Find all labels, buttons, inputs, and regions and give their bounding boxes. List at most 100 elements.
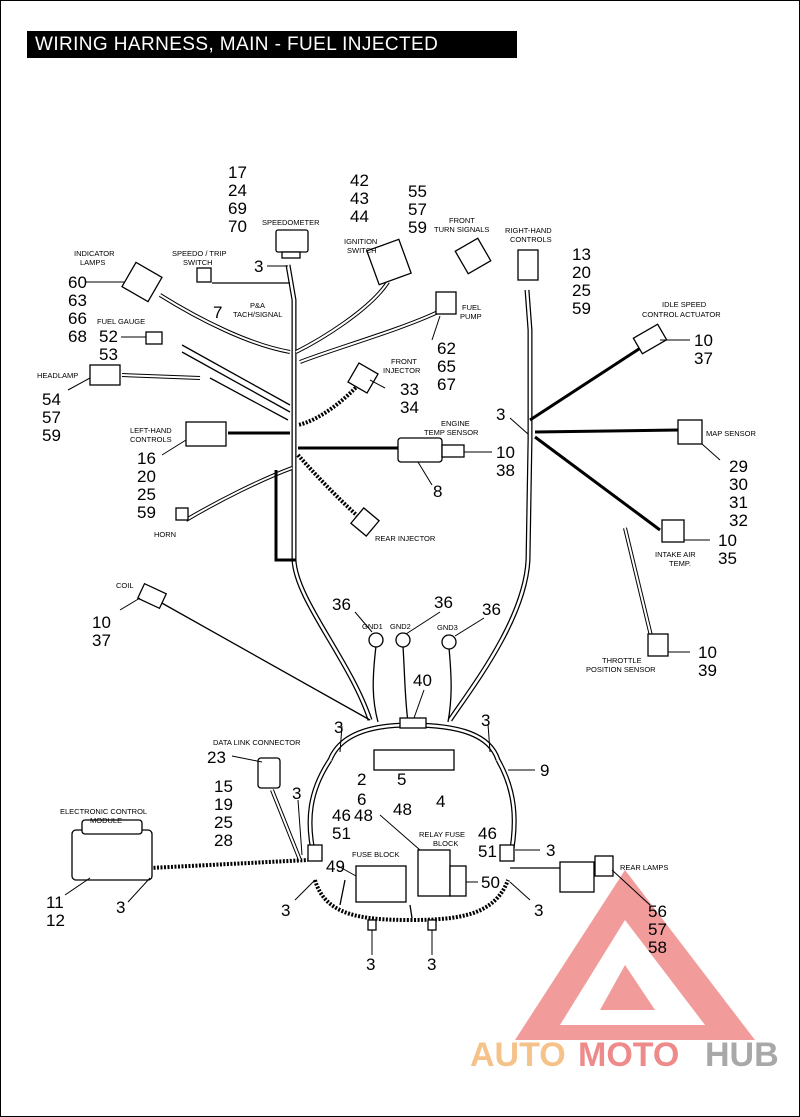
callout-36b: 36 bbox=[434, 593, 453, 612]
callout-63: 63 bbox=[68, 291, 87, 310]
callout-10-ets: 10 bbox=[496, 443, 515, 462]
label-gnd3: GND3 bbox=[437, 623, 458, 632]
leader-3-bl bbox=[294, 879, 316, 901]
wire-throttle-fill bbox=[624, 527, 653, 641]
callout-57c: 57 bbox=[648, 920, 667, 939]
callout-3-right: 3 bbox=[496, 405, 505, 424]
wire-indicator bbox=[158, 293, 291, 354]
label-gnd2: GND2 bbox=[390, 622, 411, 631]
callout-31: 31 bbox=[729, 493, 748, 512]
callout-59a: 59 bbox=[408, 218, 427, 237]
speedo-trip-switch bbox=[196, 267, 212, 283]
leader-29 bbox=[701, 443, 721, 461]
fuel-pump-connector bbox=[435, 291, 457, 315]
callout-33: 33 bbox=[400, 380, 419, 399]
callout-3-ul: 3 bbox=[334, 718, 343, 737]
gnd1-ring-terminal bbox=[368, 632, 384, 648]
callout-11: 11 bbox=[46, 893, 64, 912]
label-front-injector-2: INJECTOR bbox=[383, 366, 421, 375]
label-ecm-2: MODULE bbox=[90, 816, 122, 825]
rear-lamps-box bbox=[559, 861, 595, 893]
leader-33 bbox=[369, 379, 386, 389]
label-speedo-trip-2: SWITCH bbox=[183, 258, 213, 267]
label-right-hand-2: CONTROLS bbox=[510, 235, 552, 244]
label-throttle-2: POSITION SENSOR bbox=[586, 665, 656, 674]
wire-rear-injector bbox=[296, 453, 364, 522]
wire-bottom-u bbox=[313, 879, 510, 923]
callout-68: 68 bbox=[68, 327, 87, 346]
callout-46b: 46 bbox=[478, 824, 497, 843]
leader-36c bbox=[454, 617, 485, 637]
callout-56: 56 bbox=[648, 902, 667, 921]
callout-3-b2: 3 bbox=[427, 955, 436, 974]
callout-25b: 25 bbox=[137, 485, 156, 504]
callout-46a: 46 bbox=[332, 806, 351, 825]
callout-24: 24 bbox=[228, 181, 247, 200]
intake-air-temp-connector bbox=[661, 519, 685, 543]
relay-fuse-block bbox=[417, 849, 451, 897]
callout-44: 44 bbox=[350, 207, 369, 226]
page-title: WIRING HARNESS, MAIN - FUEL INJECTED bbox=[35, 34, 439, 55]
label-fuel-pump-1: FUEL bbox=[462, 303, 481, 312]
callout-59d: 59 bbox=[137, 503, 156, 522]
wire-front-injector bbox=[297, 378, 365, 427]
engine-temp-sensor-housing bbox=[397, 437, 443, 463]
leader-3-ul bbox=[339, 725, 343, 753]
label-data-link: DATA LINK CONNECTOR bbox=[213, 738, 301, 747]
watermark-triangle-core bbox=[600, 965, 655, 1010]
splice-40 bbox=[399, 717, 427, 729]
label-fuse-block: FUSE BLOCK bbox=[352, 850, 400, 859]
callout-19: 19 bbox=[214, 795, 233, 814]
callout-8: 8 bbox=[433, 482, 442, 501]
watermark-logo: AUTO MOTO HUB bbox=[470, 870, 779, 1074]
callout-3-bl: 3 bbox=[281, 901, 290, 920]
label-engine-temp-1: ENGINE bbox=[441, 419, 470, 428]
callout-57b: 57 bbox=[42, 408, 61, 427]
callout-48b: 48 bbox=[354, 806, 373, 825]
idle-speed-actuator-connector bbox=[632, 323, 668, 355]
callout-20a: 20 bbox=[572, 263, 591, 282]
callout-51b: 51 bbox=[478, 842, 497, 861]
throttle-position-sensor-connector bbox=[647, 633, 669, 657]
callout-30: 30 bbox=[729, 475, 748, 494]
wire-gnd3 bbox=[447, 647, 452, 723]
callout-23: 23 bbox=[207, 748, 226, 767]
callout-70: 70 bbox=[228, 217, 247, 236]
callout-15: 15 bbox=[214, 777, 233, 796]
watermark-triangle-inner bbox=[560, 920, 705, 1025]
callout-16: 16 bbox=[137, 449, 156, 468]
ecm-housing bbox=[71, 829, 153, 881]
wire-fuel-pump-fill bbox=[299, 311, 439, 363]
leader-56 bbox=[611, 869, 651, 906]
callout-10-tps: 10 bbox=[698, 643, 717, 662]
left-hand-controls-connector bbox=[185, 421, 227, 447]
label-left-hand-1: LEFT-HAND bbox=[130, 426, 172, 435]
label-relay-fuse-2: BLOCK bbox=[433, 839, 458, 848]
ecm-top bbox=[81, 819, 143, 835]
wire-headlamp-fill bbox=[121, 374, 201, 379]
callout-35: 35 bbox=[718, 549, 737, 568]
callout-59c: 59 bbox=[42, 426, 61, 445]
callout-69: 69 bbox=[228, 199, 247, 218]
label-pa-tach-1: P&A bbox=[250, 301, 265, 310]
wire-ignition bbox=[295, 280, 390, 354]
callout-38: 38 bbox=[496, 461, 515, 480]
front-injector-connector bbox=[347, 362, 379, 394]
callout-20b: 20 bbox=[137, 467, 156, 486]
right-main-trunk-fill bbox=[448, 289, 532, 721]
wire-headlamp-2 bbox=[209, 377, 289, 421]
watermark-text-auto: AUTO bbox=[470, 1036, 566, 1074]
callout-3-dlc: 3 bbox=[292, 784, 301, 803]
wire-dlc-fill bbox=[271, 789, 301, 861]
headlamp-connector bbox=[89, 364, 121, 386]
leader-3-ur bbox=[487, 723, 491, 753]
label-coil: COIL bbox=[116, 581, 134, 590]
callout-numbers: 17 24 69 70 42 43 44 55 57 59 13 20 25 5… bbox=[42, 163, 748, 974]
wire-intake-air bbox=[534, 435, 661, 532]
label-front-injector-1: FRONT bbox=[391, 357, 417, 366]
callout-10-iat: 10 bbox=[718, 531, 737, 550]
label-ecm-1: ELECTRONIC CONTROL bbox=[60, 807, 147, 816]
leader-62 bbox=[431, 315, 441, 341]
callout-5: 5 bbox=[397, 770, 406, 789]
leader-3-dlc bbox=[297, 799, 303, 856]
